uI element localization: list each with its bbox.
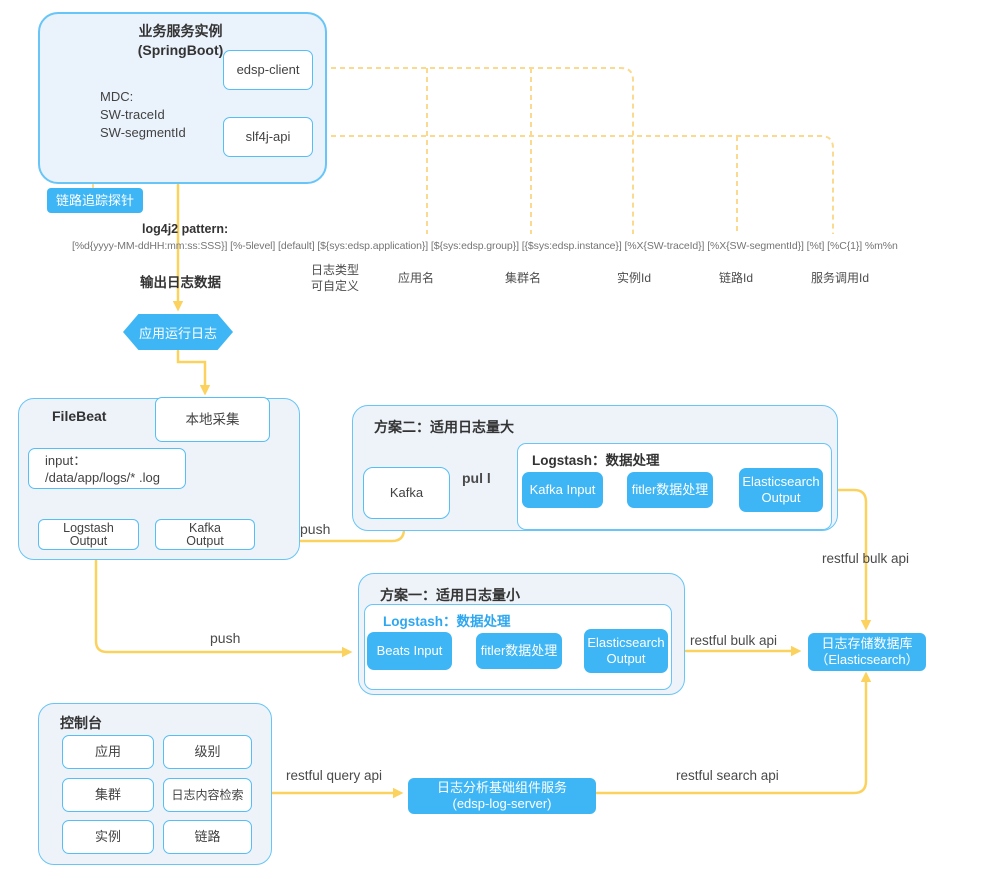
logstash-output-line1: Logstash xyxy=(63,520,114,535)
log-server-line2: (edsp-log-server) xyxy=(452,796,552,811)
console-item-content-search: 日志内容检索 xyxy=(163,778,252,812)
plan2-logstash-title: Logstash：数据处理 xyxy=(532,453,660,468)
console-item-app: 应用 xyxy=(62,735,154,769)
field-label-app: 应用名 xyxy=(397,271,434,285)
field-label-servicecall: 服务调用Id xyxy=(810,271,869,285)
edge-label-push-top: push xyxy=(300,521,331,537)
edge-label-search-api: restful search api xyxy=(676,768,779,783)
plan2-kafka-box: Kafka xyxy=(363,467,450,519)
edge-logserver-to-esdb xyxy=(596,671,872,795)
mdc-line1: MDC: xyxy=(100,89,134,104)
es-db-box: 日志存储数据库 （Elasticsearch） xyxy=(808,633,926,671)
input-path-line2: /data/app/logs/* .log xyxy=(45,469,160,485)
trace-probe-tag: 链路追踪探针 xyxy=(47,188,143,213)
log-server-box: 日志分析基础组件服务 (edsp-log-server) xyxy=(408,778,596,814)
kafka-output-line1: Kafka xyxy=(189,520,221,535)
runtime-log-label: 应用运行日志 xyxy=(138,325,217,341)
plan1-logstash-title: Logstash：数据处理 xyxy=(383,614,511,629)
edsp-client-box: edsp-client xyxy=(223,50,313,90)
plan2-filter-box: fitler数据处理 xyxy=(627,472,713,508)
plan2-filter-label: fitler数据处理 xyxy=(631,482,709,497)
kafka-output-line2: Output xyxy=(186,533,224,548)
trace-probe-label: 链路追踪探针 xyxy=(55,192,134,208)
edge-label-bulk-api-left: restful bulk api xyxy=(690,633,778,648)
console-item-trace-label: 链路 xyxy=(194,829,221,844)
plan1-es-output-line2: Output xyxy=(606,651,646,666)
plan1-beats-input-label: Beats Input xyxy=(376,643,443,658)
console-item-cluster-label: 集群 xyxy=(94,787,121,802)
log4j2-pattern-text: [%d{yyyy-MM-ddHH:mm:ss:SSS}] [%-5level] … xyxy=(72,240,898,252)
edge-label-query-api: restful query api xyxy=(286,768,383,783)
input-path-box: input： /data/app/logs/* .log xyxy=(28,448,186,489)
plan1-beats-input-box: Beats Input xyxy=(367,632,452,670)
kafka-output-box: Kafka Output xyxy=(155,519,255,550)
plan1-filter-label: fitler数据处理 xyxy=(480,643,558,658)
mdc-line3: SW-segmentId xyxy=(100,125,186,140)
es-db-line2: （Elasticsearch） xyxy=(815,652,919,667)
logstash-output-box: Logstash Output xyxy=(38,519,139,550)
field-label-logtype-line2: 可自定义 xyxy=(310,279,359,293)
console-title: 控制台 xyxy=(60,715,102,731)
springboot-title-line2: (SpringBoot) xyxy=(137,42,224,58)
plan2-es-output-line2: Output xyxy=(761,490,801,505)
logstash-output-line2: Output xyxy=(69,533,108,548)
plan2-kafka-label: Kafka xyxy=(389,485,424,500)
field-label-trace: 链路Id xyxy=(718,271,753,285)
log4j2-pattern-title: log4j2 pattern: xyxy=(142,222,229,236)
console-item-instance-label: 实例 xyxy=(94,829,121,844)
plan1-title: 方案一：适用日志量小 xyxy=(380,587,520,603)
edge-label-pull: pul l xyxy=(462,470,491,486)
output-log-label: 输出日志数据 xyxy=(140,275,221,290)
plan1-es-output-box: Elasticsearch Output xyxy=(584,629,668,673)
log-server-line1: 日志分析基础组件服务 xyxy=(436,780,567,795)
edge-logstashoutput-to-plan1 xyxy=(94,547,353,658)
edge-slf4j-to-servicecall xyxy=(313,135,834,234)
edge-label-bulk-api-top: restful bulk api xyxy=(822,551,910,566)
runtime-log-hexagon: 应用运行日志 xyxy=(123,314,233,350)
springboot-title-line1: 业务服务实例 xyxy=(138,23,223,39)
mdc-text: MDC: SW-traceId SW-segmentId xyxy=(100,88,186,142)
field-label-instance: 实例Id xyxy=(616,271,651,285)
edge-edspclient-to-instance xyxy=(313,67,634,234)
edge-esoutput2-to-esdb xyxy=(823,488,872,631)
plan2-title: 方案二：适用日志量大 xyxy=(374,419,514,435)
field-label-logtype-line1: 日志类型 xyxy=(310,263,359,277)
local-collect-box: 本地采集 xyxy=(155,397,270,442)
plan1-es-output-line1: Elasticsearch xyxy=(587,635,665,650)
filebeat-title: FileBeat xyxy=(52,408,107,424)
slf4j-api-label: slf4j-api xyxy=(245,129,291,144)
field-label-logtype: 日志类型 可自定义 xyxy=(303,262,367,294)
edsp-client-label: edsp-client xyxy=(236,62,300,77)
plan2-es-output-line1: Elasticsearch xyxy=(742,474,820,489)
field-label-cluster: 集群名 xyxy=(504,271,541,285)
console-item-cluster: 集群 xyxy=(62,778,154,812)
local-collect-label: 本地采集 xyxy=(185,411,240,427)
input-path-line1: input： xyxy=(45,452,87,468)
console-item-level-label: 级别 xyxy=(194,744,221,759)
console-item-instance: 实例 xyxy=(62,820,154,854)
console-item-trace: 链路 xyxy=(163,820,252,854)
es-db-line1: 日志存储数据库 xyxy=(821,636,913,651)
slf4j-api-box: slf4j-api xyxy=(223,117,313,157)
springboot-title: 业务服务实例 (SpringBoot) xyxy=(88,22,273,60)
plan2-es-output-box: Elasticsearch Output xyxy=(739,468,823,512)
console-item-content-search-label: 日志内容检索 xyxy=(171,788,244,802)
mdc-line2: SW-traceId xyxy=(100,107,165,122)
edge-label-push-bottom: push xyxy=(210,630,241,646)
plan2-kafka-input-label: Kafka Input xyxy=(529,482,596,497)
plan2-kafka-input-box: Kafka Input xyxy=(522,472,603,508)
plan1-filter-box: fitler数据处理 xyxy=(476,633,562,669)
console-item-app-label: 应用 xyxy=(94,744,121,759)
console-item-level: 级别 xyxy=(163,735,252,769)
edge-runtimelog-to-collect xyxy=(176,350,211,396)
